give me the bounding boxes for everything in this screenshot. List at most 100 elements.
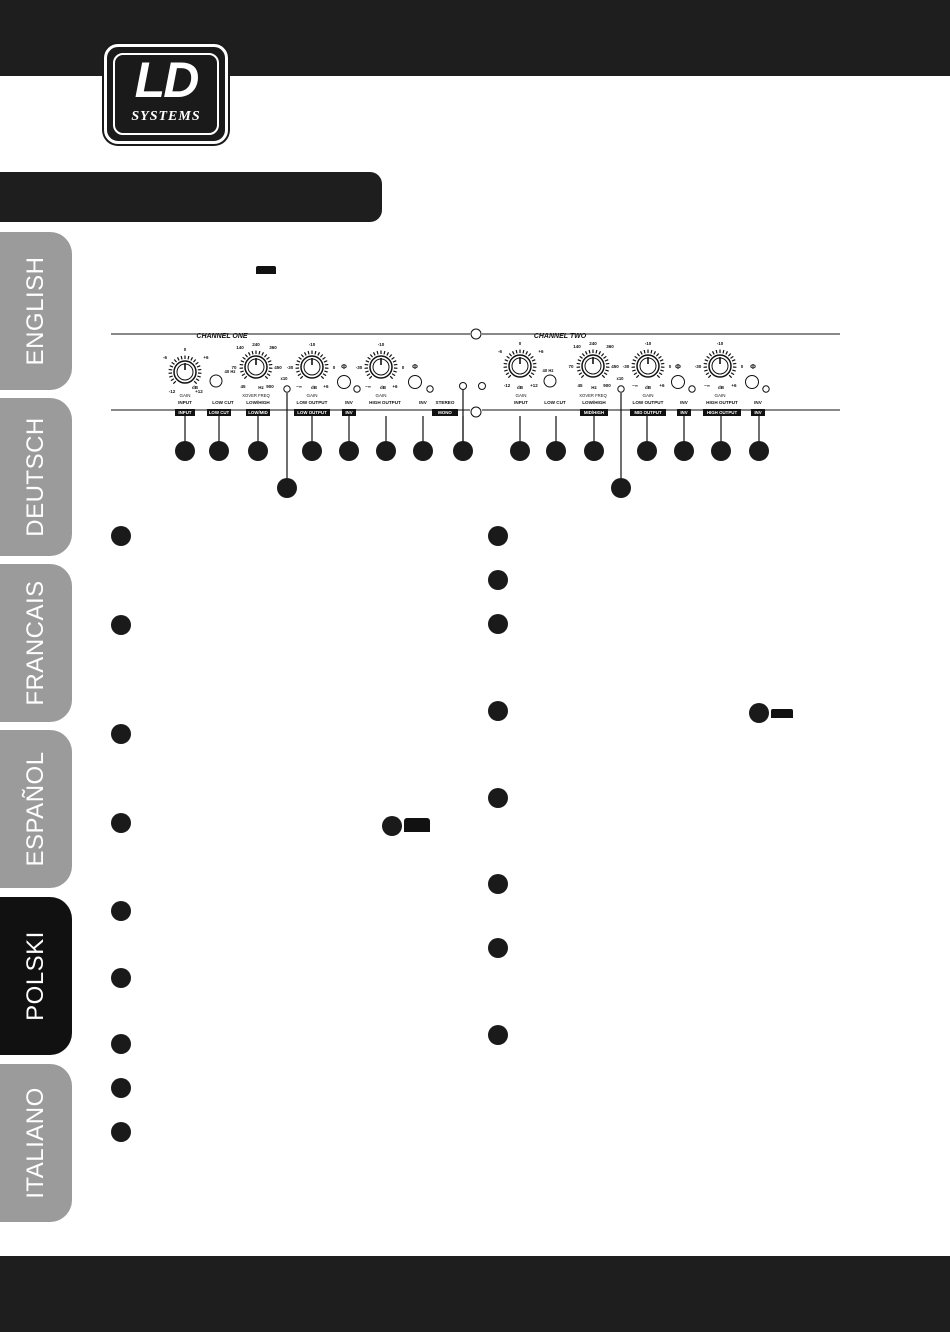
knob-tick xyxy=(251,350,254,355)
callout-marker xyxy=(339,441,359,461)
tab-english[interactable]: ENGLISH xyxy=(0,232,72,390)
callout-marker xyxy=(302,441,322,461)
knob-tick xyxy=(383,350,386,355)
phase-symbol: Φ xyxy=(412,364,418,371)
scale-label: −∞ xyxy=(632,383,638,388)
knob-tick xyxy=(169,365,174,368)
knob-tick xyxy=(722,349,725,354)
knob-tick xyxy=(634,355,638,359)
invert-led xyxy=(688,385,696,393)
knob-tick xyxy=(504,369,508,372)
knob-tick xyxy=(728,374,733,379)
knob-tick xyxy=(391,373,396,377)
channel-one-label: CHANNEL ONE xyxy=(196,333,248,340)
knob-tick xyxy=(711,351,715,355)
item-number-bullet xyxy=(488,570,508,590)
scale-label: +6 xyxy=(731,383,737,388)
knob-tick xyxy=(503,362,508,365)
gain-label: GAIN xyxy=(714,393,725,398)
front-panel-diagram: CHANNEL ONE CHANNEL TWO 0-6+6-12+1224014… xyxy=(111,328,840,498)
knob-tick xyxy=(366,373,371,377)
knob-tick xyxy=(579,355,583,359)
scale-label: 0 xyxy=(184,347,187,352)
scale-label: -6 xyxy=(163,355,167,360)
scale-label: 70 xyxy=(231,365,237,370)
panel-button xyxy=(630,409,666,416)
callout-marker xyxy=(749,441,769,461)
callout-marker xyxy=(453,441,473,461)
knob-tick xyxy=(655,353,660,357)
gain-label: GAIN xyxy=(642,393,653,398)
item-number-bullet xyxy=(111,813,131,833)
knob-tick xyxy=(580,374,585,379)
knob-tick xyxy=(239,363,244,366)
input-gain-knob: 0-6+6-12+12 xyxy=(163,347,209,394)
knob-tick xyxy=(197,375,201,378)
knob-tick xyxy=(730,355,734,359)
knob-tick xyxy=(261,352,265,356)
db-label: dB xyxy=(517,385,524,390)
panel-button xyxy=(751,409,765,416)
knob-tick xyxy=(507,374,512,379)
button-glyph xyxy=(404,818,430,832)
knob-tick xyxy=(176,357,180,361)
knob-tick xyxy=(725,351,729,355)
knob-tick xyxy=(530,355,534,359)
invert-led xyxy=(353,385,361,393)
scale-label: -12 xyxy=(169,389,176,394)
tab-polski[interactable]: POLSKI xyxy=(0,897,72,1055)
item-number-bullet xyxy=(488,526,508,546)
knob-tick xyxy=(532,369,536,372)
knob-tick xyxy=(266,373,271,377)
scale-label: 45 xyxy=(240,384,246,389)
x10-led xyxy=(283,385,291,393)
panel-button xyxy=(703,409,741,416)
knob-tick xyxy=(193,380,198,385)
knob-tick xyxy=(369,354,374,358)
section-label: INV xyxy=(419,400,428,405)
tab-francais[interactable]: FRANCAIS xyxy=(0,564,72,722)
panel-button-label: MID OUTPUT xyxy=(634,410,662,415)
tab-deutsch[interactable]: DEUTSCH xyxy=(0,398,72,556)
knob-tick xyxy=(528,374,533,379)
knob-tick xyxy=(732,369,736,372)
knob-tick xyxy=(240,370,244,373)
section-label: INV xyxy=(345,400,354,405)
scale-label: 45 xyxy=(577,383,583,388)
panel-button xyxy=(677,409,691,416)
knob-tick xyxy=(703,362,708,365)
panel-button-label: LOW OUTPUT xyxy=(297,410,327,415)
knob-tick xyxy=(639,351,643,355)
knob-tick xyxy=(704,359,709,362)
callout-marker xyxy=(209,441,229,461)
knob-tick xyxy=(195,378,200,382)
callout-marker xyxy=(637,441,657,461)
knob-tick xyxy=(522,349,525,354)
tab-italiano[interactable]: ITALIANO xyxy=(0,1064,72,1222)
knob-tick xyxy=(266,356,270,360)
knob-tick xyxy=(169,375,173,378)
panel-button xyxy=(175,409,195,416)
section-header-bar xyxy=(0,172,382,222)
tab-espanol[interactable]: ESPAÑOL xyxy=(0,730,72,888)
knob-tick xyxy=(171,361,175,365)
mono-button-label: MONO xyxy=(438,410,452,415)
knob-tick xyxy=(268,363,273,366)
knob-tick xyxy=(320,375,325,380)
invert-switch xyxy=(745,375,759,389)
knob-tick xyxy=(604,359,609,362)
section-label: LOW CUT xyxy=(544,400,566,405)
invert-switch xyxy=(337,375,351,389)
section-label: INV xyxy=(754,400,763,405)
scale-label: -30 xyxy=(695,364,702,369)
tab-label: ITALIANO xyxy=(22,1087,49,1199)
item-number-bullet xyxy=(111,1078,131,1098)
panel-button xyxy=(342,409,356,416)
knob-tick xyxy=(635,374,640,379)
knob-tick xyxy=(727,353,732,357)
tab-label: ESPAÑOL xyxy=(22,751,49,867)
reference-bullet xyxy=(382,816,402,836)
